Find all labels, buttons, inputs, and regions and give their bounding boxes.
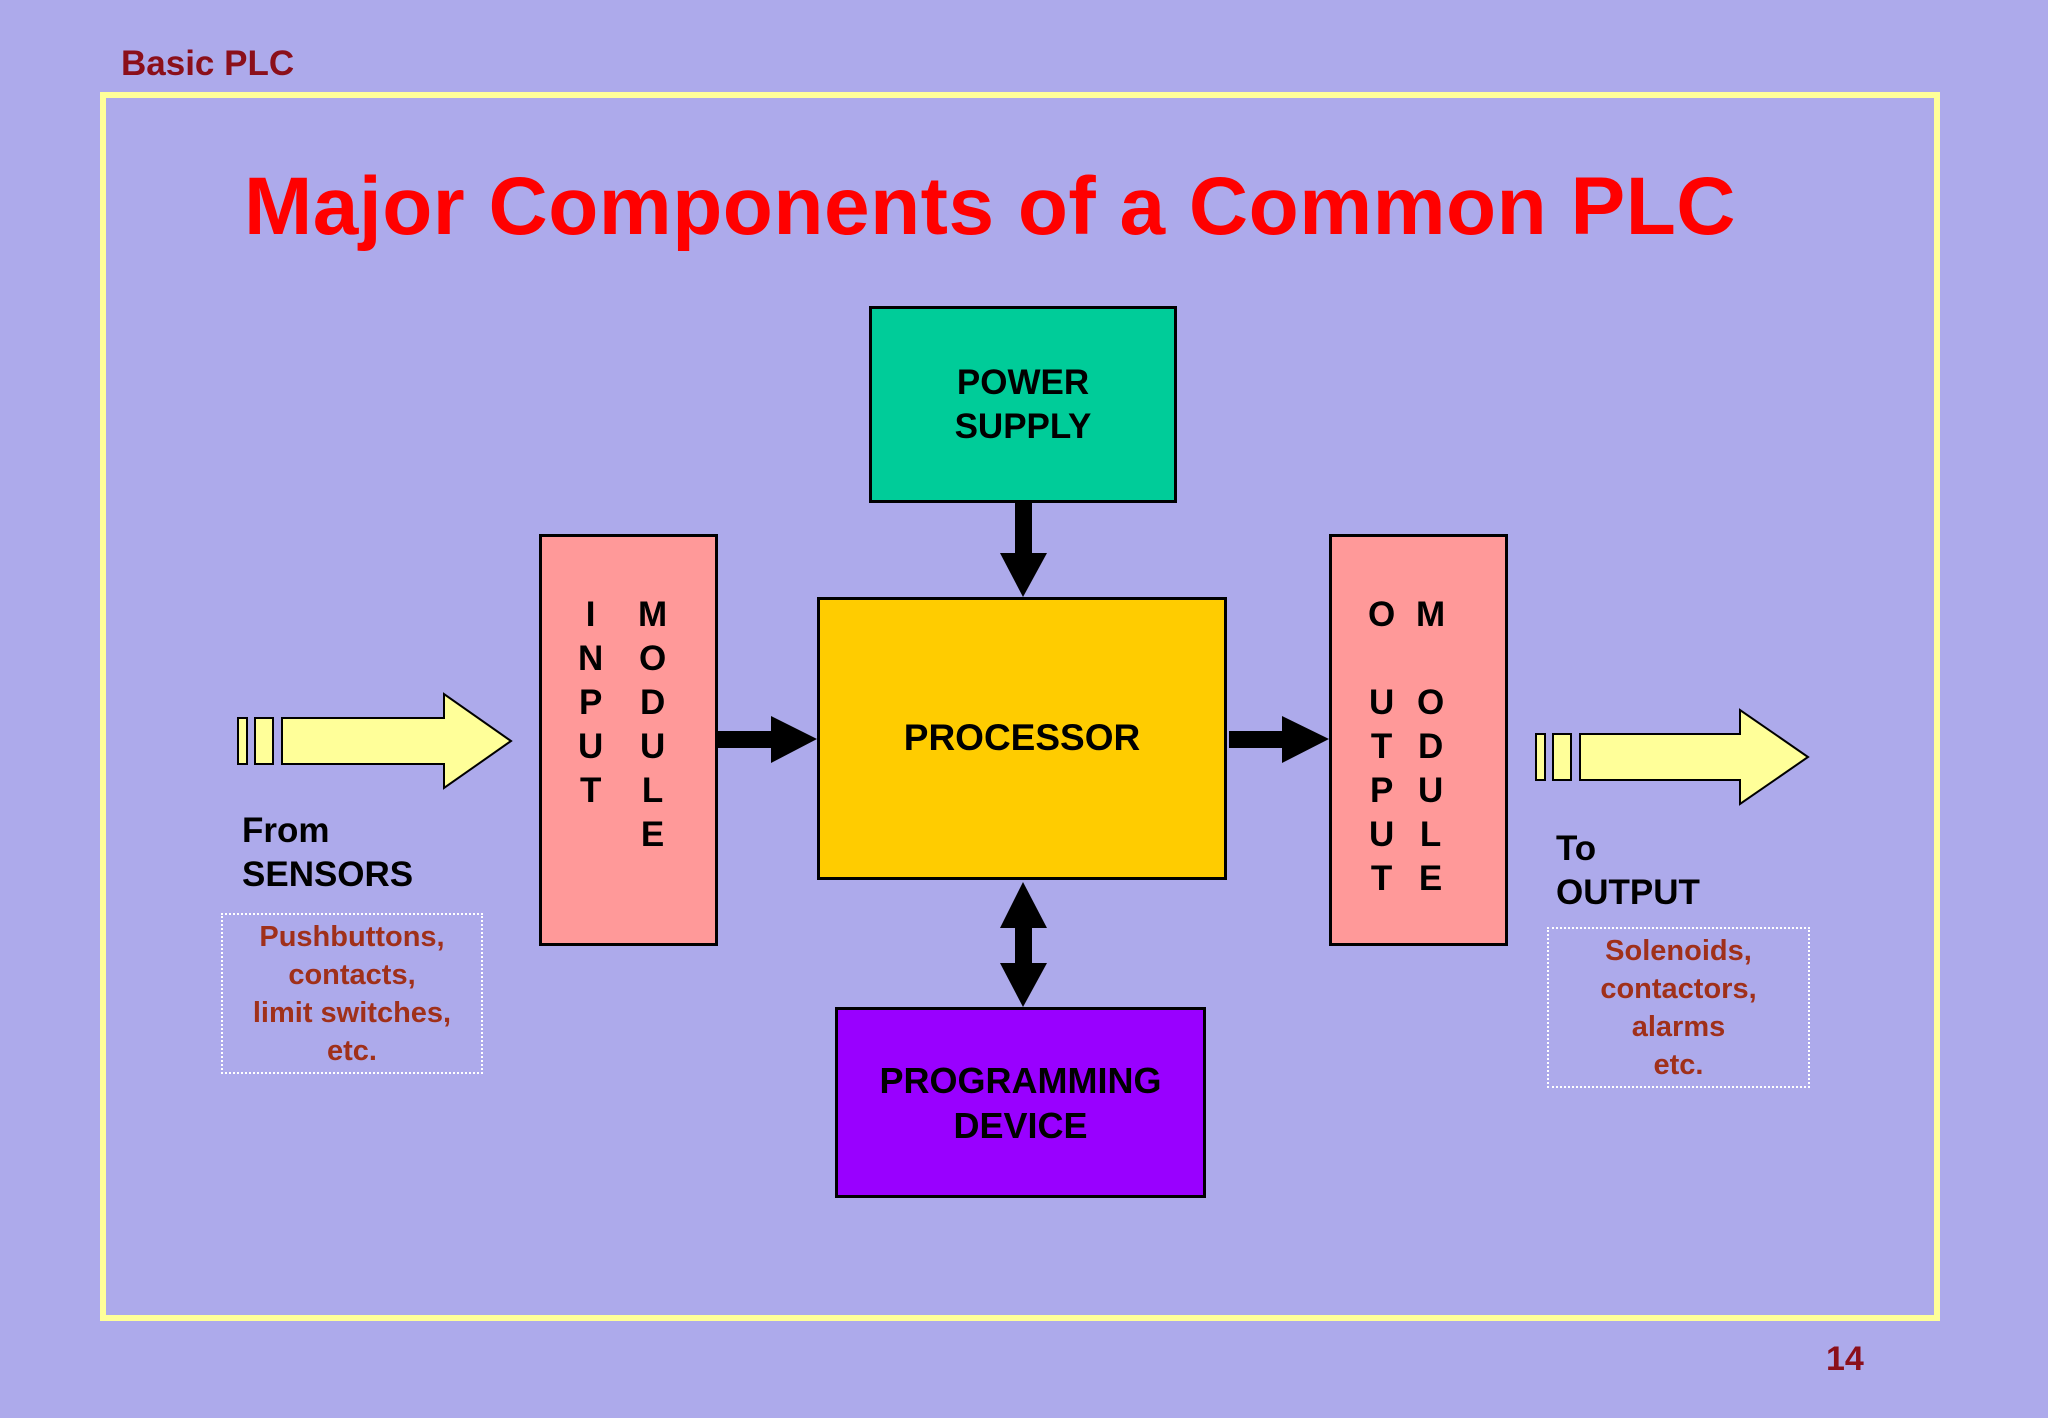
to-output-label: To OUTPUT <box>1556 829 1700 912</box>
output-letter: O <box>1368 595 1396 634</box>
input-letter: I <box>585 595 596 634</box>
slide-frame <box>100 92 1940 1321</box>
module-letter: O <box>638 639 667 678</box>
output-letter: U <box>1368 815 1395 854</box>
input-letter: T <box>579 771 602 810</box>
output-letter: U <box>1368 683 1395 722</box>
module-letter: E <box>640 815 665 854</box>
module-letter: O <box>1416 683 1445 722</box>
input-letter: N <box>578 639 604 678</box>
module-letter: U <box>639 727 666 766</box>
programming-device-label: PROGRAMMING DEVICE <box>879 1059 1162 1146</box>
page-number: 14 <box>1826 1340 1864 1378</box>
module-letter: U <box>1417 771 1444 810</box>
output-module-word-module: M O D U L E <box>1416 593 1445 901</box>
output-letter: T <box>1370 727 1393 766</box>
module-letter: L <box>1419 815 1442 854</box>
output-module-block: O U T P U T M O D U L E <box>1329 534 1508 946</box>
output-module-word-output: O U T P U T <box>1368 593 1395 901</box>
input-letter: P <box>578 683 603 722</box>
module-letter: E <box>1418 859 1443 898</box>
arrow-input-to-processor <box>718 716 817 763</box>
from-sensors-label: From SENSORS <box>242 811 414 894</box>
input-module-block: I N P U T M O D U L E <box>539 534 718 946</box>
input-module-word-input: I N P U T <box>578 593 603 813</box>
power-supply-label: POWER SUPPLY <box>954 362 1092 446</box>
module-letter: D <box>639 683 666 722</box>
output-letter: P <box>1369 771 1394 810</box>
module-letter: M <box>638 595 668 634</box>
slide-title: Major Components of a Common PLC <box>244 161 1736 252</box>
programming-device-block: PROGRAMMING DEVICE <box>835 1007 1206 1198</box>
processor-block: PROCESSOR <box>817 597 1227 880</box>
arrow-power-to-processor <box>1000 503 1047 597</box>
module-letter: D <box>1417 727 1444 766</box>
output-letter: T <box>1370 859 1393 898</box>
sensor-examples-box: Pushbuttons, contacts, limit switches, e… <box>221 913 483 1074</box>
processor-label: PROCESSOR <box>903 717 1141 759</box>
arrow-processor-to-output <box>1229 716 1329 763</box>
input-module-word-module: M O D U L E <box>638 593 667 857</box>
module-letter: M <box>1416 595 1446 634</box>
sensor-input-arrow <box>237 692 513 790</box>
module-letter: L <box>641 771 664 810</box>
arrow-processor-programming-bidirectional <box>1000 882 1047 1007</box>
output-arrow <box>1535 708 1810 806</box>
input-letter: U <box>578 727 604 766</box>
section-header: Basic PLC <box>121 44 295 83</box>
power-supply-block: POWER SUPPLY <box>869 306 1177 503</box>
output-examples-box: Solenoids, contactors, alarms etc. <box>1547 927 1810 1088</box>
